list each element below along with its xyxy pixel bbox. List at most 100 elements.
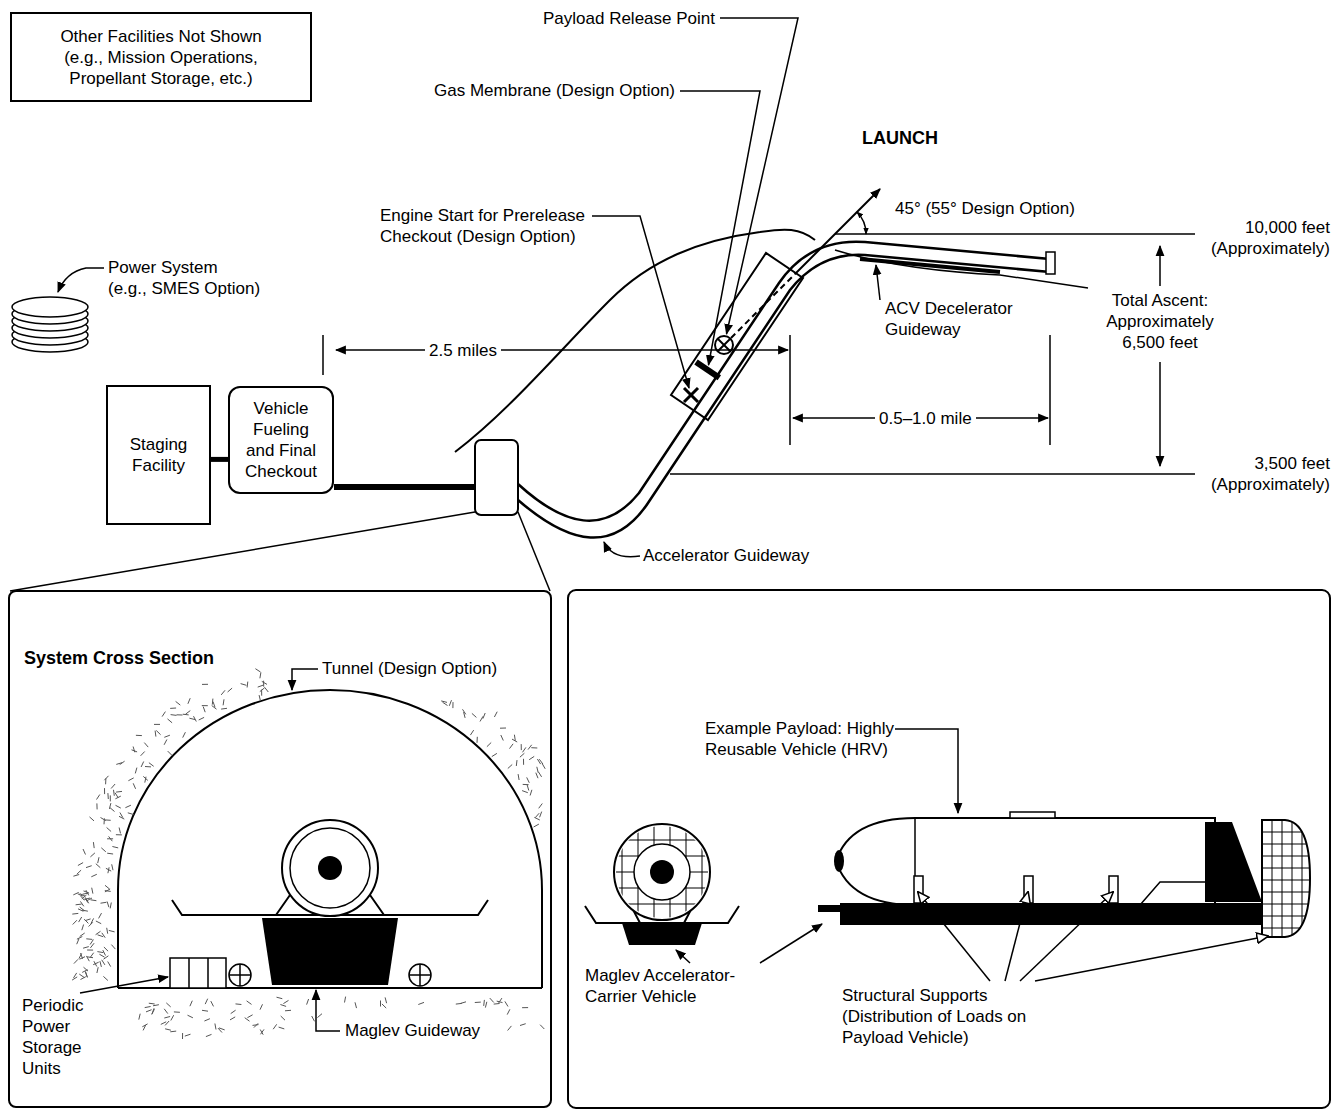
leader-lines: [80, 669, 340, 1031]
rock-texture: [79, 974, 84, 977]
carrier-front-view: [622, 923, 702, 945]
rock-texture: [100, 961, 102, 967]
engine-start-mark: [684, 388, 698, 402]
power-storage-disks: [12, 297, 88, 317]
accelerator-guideway: [518, 255, 1050, 538]
rock-texture: [177, 714, 183, 715]
callout-label: Example Payload: Highly Reusable Vehicle…: [705, 718, 905, 760]
rock-texture: [143, 776, 148, 780]
rock-texture: [166, 1003, 170, 1007]
rock-texture: [174, 1011, 180, 1012]
rock-texture: [380, 1001, 381, 1007]
rock-texture: [107, 793, 108, 799]
rock-texture: [162, 712, 165, 717]
rock-texture: [73, 892, 78, 895]
rock-texture: [73, 920, 77, 924]
tunnel-cross-section: [262, 918, 398, 985]
rock-texture: [80, 957, 86, 960]
rock-texture: [188, 698, 190, 704]
rock-texture: [73, 875, 79, 877]
rock-texture: [78, 894, 84, 896]
rock-texture: [154, 724, 160, 725]
rock-texture: [105, 885, 110, 889]
launch-arrow: [796, 189, 880, 273]
rock-texture: [522, 791, 528, 793]
rock-texture: [149, 1003, 155, 1005]
rock-texture: [152, 1008, 154, 1014]
dimension-arrows: [1159, 362, 1161, 466]
callout-label: Periodic Power Storage Units: [22, 995, 122, 1079]
dimension-arrows: [323, 246, 1160, 466]
rock-texture: [105, 890, 111, 892]
rock-texture: [262, 681, 267, 684]
rock-texture: [96, 864, 101, 868]
rock-texture: [183, 714, 189, 716]
rock-texture: [86, 938, 92, 940]
rock-texture: [93, 842, 95, 848]
rock-texture: [345, 997, 346, 1003]
rock-texture: [105, 819, 111, 820]
rock-texture: [170, 1031, 176, 1033]
payload-side-view: [1205, 822, 1262, 902]
mountain-outline: [455, 230, 815, 452]
rock-texture: [470, 730, 473, 735]
rock-texture: [101, 848, 106, 852]
rock-texture: [168, 719, 173, 723]
rock-texture: [285, 1010, 291, 1012]
rock-texture: [527, 785, 529, 791]
carrier-front-view: [634, 844, 690, 900]
rock-texture: [494, 1003, 500, 1005]
accelerator-guideway: [518, 242, 1050, 521]
rock-texture: [141, 752, 145, 756]
rock-texture: [86, 866, 92, 868]
rock-texture: [86, 890, 89, 895]
tunnel-cross-section: [170, 958, 431, 988]
payload-side-view: [1010, 812, 1055, 818]
rock-texture: [540, 812, 542, 818]
rock-texture: [221, 690, 225, 695]
leader-lines: [876, 265, 880, 300]
rock-texture: [215, 1024, 216, 1030]
rock-texture: [99, 954, 104, 957]
rock-texture: [190, 1001, 192, 1007]
rock-texture: [93, 962, 99, 965]
rock-texture: [171, 1015, 174, 1020]
rock-texture: [96, 931, 101, 934]
leader-lines: [720, 18, 798, 334]
payload-side-view: [834, 850, 844, 872]
rock-texture: [79, 953, 82, 958]
rock-texture: [112, 847, 118, 848]
leader-lines: [316, 990, 340, 1031]
rock-texture: [477, 737, 478, 743]
rock-texture: [501, 735, 504, 741]
payload-side-view: [1109, 876, 1118, 903]
rock-texture: [91, 899, 97, 901]
rock-texture: [108, 867, 109, 873]
rock-texture: [90, 953, 94, 958]
rock-texture: [204, 1019, 210, 1021]
track: [334, 484, 475, 490]
rock-texture: [164, 1017, 170, 1019]
rock-texture: [261, 690, 262, 696]
rock-texture: [77, 939, 79, 945]
rock-texture: [527, 777, 530, 782]
rock-texture: [90, 940, 93, 945]
rock-texture: [475, 1002, 481, 1003]
rock-texture: [255, 669, 260, 672]
rock-texture: [110, 795, 111, 801]
rock-texture: [441, 701, 447, 703]
rock-texture: [116, 763, 122, 765]
rock-texture: [83, 947, 89, 949]
dimension-arrows: [336, 349, 788, 351]
rock-texture: [534, 824, 539, 827]
callout-label: Engine Start for Prerelease Checkout (De…: [380, 205, 605, 247]
rock-texture: [523, 759, 524, 765]
rock-texture: [110, 808, 115, 812]
tunnel-cross-section: [189, 958, 208, 988]
dimension-arrows: [1159, 246, 1161, 286]
tunnel-cross-section: [229, 964, 431, 986]
note-box: Other Facilities Not Shown (e.g., Missio…: [10, 12, 312, 102]
rock-texture: [241, 684, 247, 686]
leader-lines: [80, 977, 168, 993]
